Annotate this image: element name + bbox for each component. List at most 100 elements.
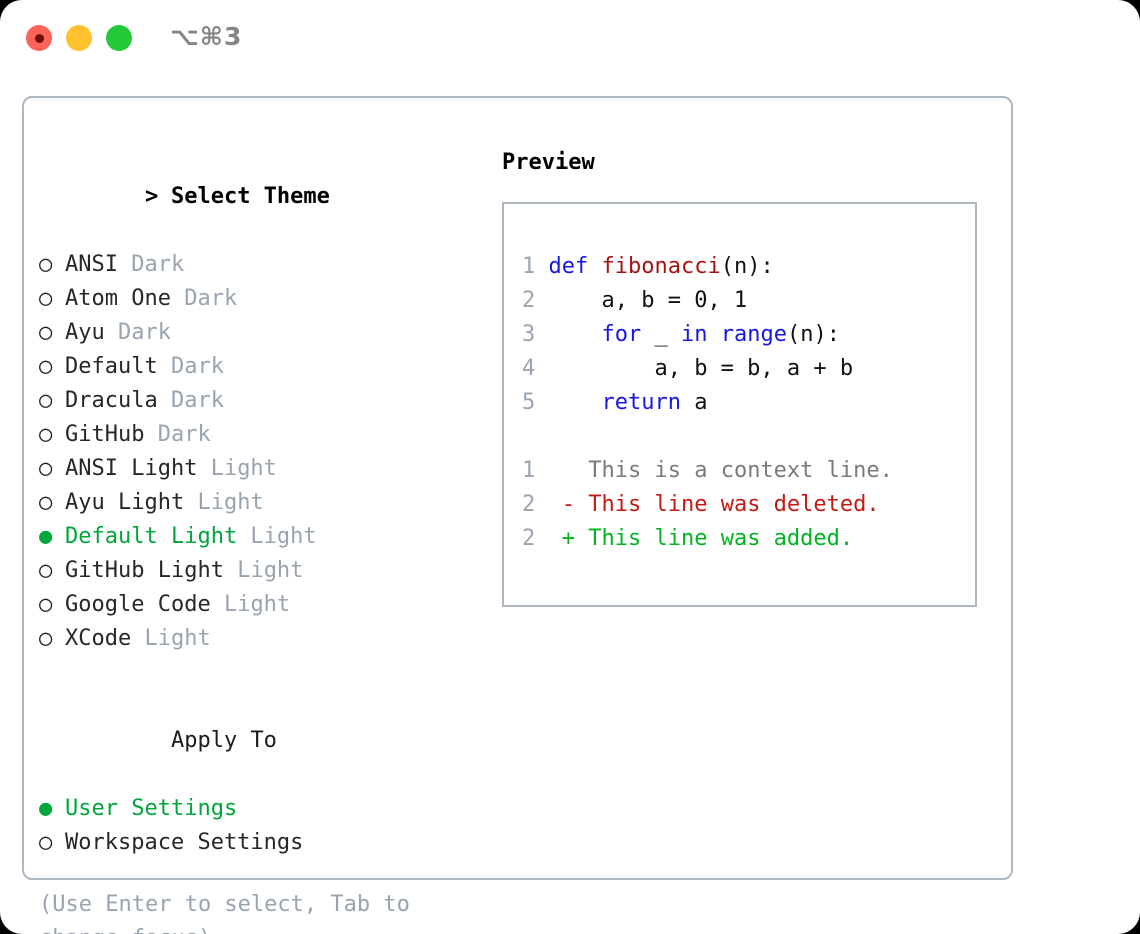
theme-list: ○ANSI Dark○Atom One Dark○Ayu Dark○Defaul… [39, 248, 499, 656]
line-number: 1 [522, 458, 562, 483]
diff-marker: + [561, 526, 589, 551]
radio-unselected-icon: ○ [39, 490, 53, 515]
code-line: 3 for _ in range(n): [522, 318, 975, 352]
theme-name: Google Code [65, 592, 211, 617]
apply-to-indent: · [145, 724, 171, 758]
theme-name: GitHub Light [65, 558, 224, 583]
diff-sample: 1 This is a context line.2 - This line w… [522, 454, 975, 556]
theme-category: Dark [157, 354, 224, 379]
theme-name: ANSI [65, 252, 118, 277]
theme-name: Dracula [65, 388, 158, 413]
theme-list-item[interactable]: ○Google Code Light [39, 588, 499, 622]
theme-list-item[interactable]: ○ Ayu Light Light [39, 486, 499, 520]
apply-to-item[interactable]: ● User Settings [39, 792, 499, 826]
radio-unselected-icon: ○ [39, 286, 53, 311]
theme-name: Ayu Light [65, 490, 185, 515]
theme-list-item[interactable]: ○GitHub Dark [39, 418, 499, 452]
apply-to-list: ● User Settings ○ Workspace Settings [39, 792, 499, 860]
radio-unselected-icon: ○ [39, 830, 53, 855]
close-button[interactable] [26, 25, 52, 51]
diff-line-deleted: 2 - This line was deleted. [522, 488, 975, 522]
dialog-panel: >Select Theme ○ANSI Dark○Atom One Dark○A… [22, 96, 1013, 934]
keyboard-shortcut-label: ⌥⌘3 [170, 22, 243, 51]
code-token: a, b = b, a + b [548, 356, 854, 381]
theme-category: Dark [117, 252, 185, 277]
radio-unselected-icon: ○ [39, 626, 53, 651]
theme-category: Light [184, 490, 264, 515]
code-token: a, b = 0, 1 [548, 288, 748, 313]
radio-selected-icon: ● [39, 524, 53, 549]
code-token: fibonacci [601, 254, 721, 279]
diff-text: This line was deleted. [588, 492, 880, 517]
section-spacer [39, 656, 499, 690]
title-bar: ⌥⌘3 [0, 0, 1140, 78]
keyboard-hint: (Use Enter to select, Tab to change focu… [39, 892, 410, 934]
window-controls [26, 25, 132, 51]
code-token [549, 390, 602, 415]
theme-category: Light [131, 626, 211, 651]
theme-category: Light [237, 524, 317, 549]
theme-name: GitHub [65, 422, 145, 447]
code-token [549, 322, 602, 347]
diff-marker [562, 458, 589, 483]
code-line: 2 a, b = 0, 1 [522, 284, 975, 318]
line-number: 5 [522, 390, 549, 415]
preview-column: Preview 1 def fibonacci(n):2 a, b = 0, 1… [502, 146, 1002, 607]
code-token: (n): [786, 322, 840, 347]
page-title: Select Theme [170, 184, 330, 209]
diff-text: This is a context line. [588, 458, 893, 483]
theme-list-item[interactable]: ● Default Light Light [39, 520, 499, 554]
theme-list-item[interactable]: ○ ANSI Dark [39, 248, 499, 282]
maximize-button[interactable] [106, 25, 132, 51]
prompt-caret-icon: > [144, 184, 159, 209]
theme-name: Default [65, 354, 158, 379]
code-line: 4 a, b = b, a + b [522, 352, 975, 386]
code-diff-spacer [522, 420, 975, 454]
theme-list-item[interactable]: ○Dracula Dark [39, 384, 499, 418]
theme-name: XCode [65, 626, 132, 651]
radio-unselected-icon: ○ [39, 252, 53, 277]
diff-line-added: 2 + This line was added. [522, 522, 975, 556]
preview-title: Preview [502, 150, 595, 175]
code-token: for [601, 322, 642, 347]
apply-to-item[interactable]: ○ Workspace Settings [39, 826, 499, 860]
radio-unselected-icon: ○ [39, 320, 53, 345]
apply-to-option-label: Workspace Settings [65, 830, 304, 855]
apply-to-header: ·Apply To [39, 690, 499, 792]
apply-to-option-label: User Settings [65, 796, 238, 821]
code-token: def [548, 254, 602, 279]
code-token: _ [641, 322, 681, 347]
code-token: return [601, 390, 681, 415]
radio-selected-icon: ● [39, 796, 53, 821]
theme-list-item[interactable]: ○Atom One Dark [39, 282, 499, 316]
theme-list-item[interactable]: ○ XCode Light [39, 622, 499, 656]
theme-name: Default Light [65, 524, 238, 549]
theme-name: ANSI Light [65, 456, 198, 481]
theme-category: Dark [144, 422, 211, 447]
radio-unselected-icon: ○ [39, 354, 53, 379]
radio-unselected-icon: ○ [39, 456, 53, 481]
code-token: a [680, 390, 708, 415]
theme-picker: >Select Theme ○ANSI Dark○Atom One Dark○A… [39, 146, 499, 934]
theme-category: Light [197, 456, 277, 481]
theme-category: Dark [157, 388, 224, 413]
line-number: 4 [522, 356, 549, 381]
minimize-button[interactable] [66, 25, 92, 51]
theme-list-item[interactable]: ○ Default Dark [39, 350, 499, 384]
code-token: in range [680, 322, 787, 347]
theme-list-item[interactable]: ○Ayu Dark [39, 316, 499, 350]
theme-category: Light [223, 558, 304, 583]
theme-name: Atom One [65, 286, 171, 311]
theme-category: Light [210, 592, 291, 617]
code-line: 1 def fibonacci(n): [522, 250, 975, 284]
diff-line-context: 1 This is a context line. [522, 454, 975, 488]
line-number: 1 [522, 254, 549, 279]
theme-list-item[interactable]: ○ GitHub Light Light [39, 554, 499, 588]
theme-list-item[interactable]: ○ ANSI Light Light [39, 452, 499, 486]
line-number: 2 [522, 526, 562, 551]
radio-unselected-icon: ○ [39, 558, 53, 583]
code-token: (n): [720, 254, 774, 279]
